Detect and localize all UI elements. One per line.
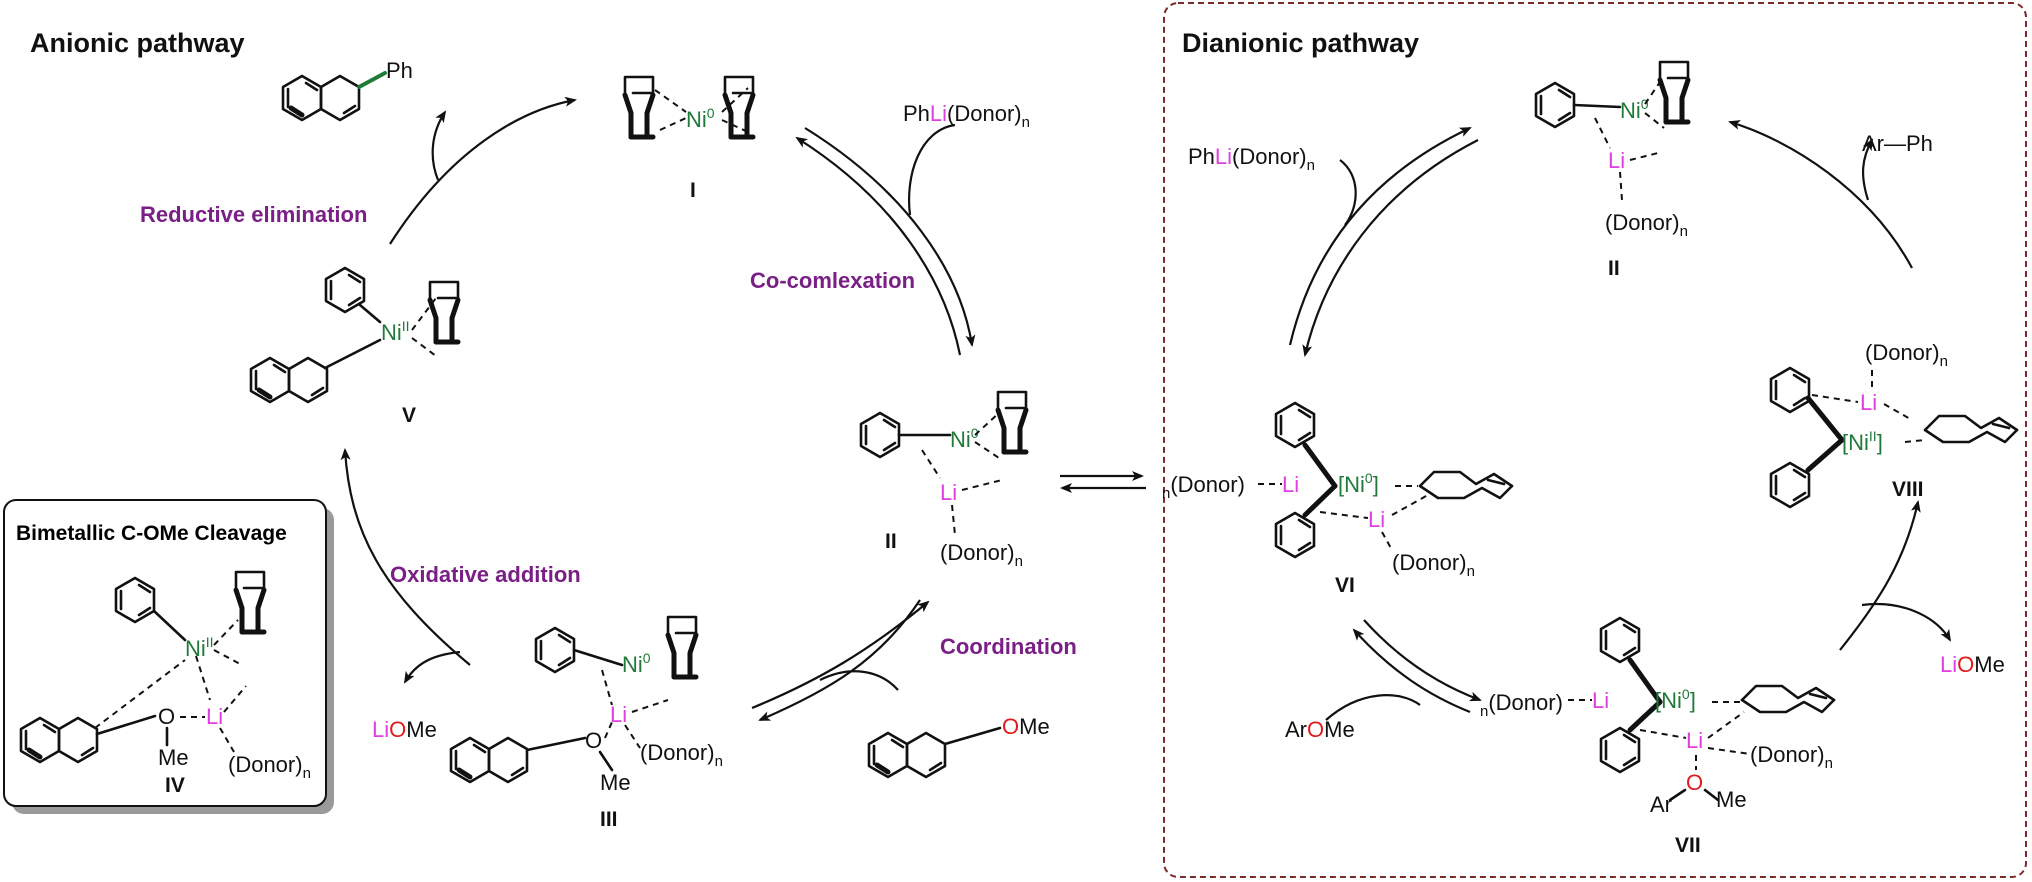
svg-text:Li: Li [1686,728,1703,753]
arrow-vii-to-viii [1839,500,1921,651]
complex-vii: [Ni0] Li n(Donor) Li (Donor)n O Ar Me [1480,616,1836,817]
complex-v: NiII [251,266,458,402]
svg-text:Li: Li [1282,472,1299,497]
arrow-release-product [431,110,447,181]
arrow-release-liome-2 [1861,603,1952,642]
phli-reagent: PhLi(Donor)n [903,101,1030,131]
product-phenylnaphthalene [283,76,359,120]
liome-byproduct: LiOMe [372,717,437,742]
arrow-phli-in [908,123,956,216]
svg-text:(Donor)n: (Donor)n [1605,210,1688,240]
arrow-naph-in [819,670,899,691]
step-coordination: Coordination [940,634,1077,659]
ox-state: 0 [707,105,715,121]
arrow-iii-to-ii [751,600,930,710]
arph-product: Ar—Ph [1862,131,1933,156]
svg-text:Me: Me [1716,787,1747,812]
arome-substrate: ArOMe [1285,717,1355,742]
dianionic-pathway-title: Dianionic pathway [1182,28,1419,58]
complex-ii-dianionic: Ni0 Li (Donor)n [1534,62,1688,240]
complex-iii: Ni0 Li O Me (Donor)n [451,617,723,795]
complex-iv: NiII O Li Me (Donor)n [21,572,311,782]
label-vi: VI [1335,574,1355,597]
label-i: I [690,179,696,202]
svg-text:Li: Li [1368,507,1385,532]
arrow-ii-to-i [795,136,962,356]
svg-text:Me: Me [158,745,189,770]
arrow-release-arph [1862,138,1873,201]
svg-text:O: O [158,704,175,729]
svg-text:(Donor)n: (Donor)n [640,740,723,770]
arrow-i-to-ii [804,127,976,347]
anionic-pathway-title: Anionic pathway [30,28,245,58]
label-vii: VII [1675,834,1701,857]
svg-text:(Donor)n: (Donor)n [1392,550,1475,580]
svg-text:NiII: NiII [381,318,410,345]
methoxynaphthalene [869,733,945,777]
dianionic-frame [1163,2,2027,878]
complex-viii: [NiII] Li (Donor)n [1769,340,2019,509]
svg-text:Me: Me [600,770,631,795]
label-v: V [402,404,416,427]
arrow-ii-to-iii [758,599,921,722]
svg-text:(Donor)n: (Donor)n [1750,742,1833,772]
arrow-phli-in-2 [1339,159,1357,226]
arrow-vii-to-vi [1352,628,1471,714]
product-ph-label: Ph [386,58,413,83]
label-ii-anionic: II [885,530,897,553]
complex-vi: [Ni0] Li n(Donor) Li (Donor)n [1162,401,1514,580]
svg-text:(Donor)n: (Donor)n [228,752,311,782]
svg-text:[NiII]: [NiII] [1842,428,1883,455]
svg-text:Ar: Ar [1650,792,1672,817]
arrow-iii-to-v [340,448,471,666]
svg-text:(Donor)n: (Donor)n [940,540,1023,570]
svg-text:[Ni0]: [Ni0] [1338,470,1379,497]
svg-text:O: O [1686,770,1703,795]
step-reductive-elimination: Reductive elimination [140,202,367,227]
label-iii: III [600,808,618,831]
new-c-c-bond [357,71,387,89]
arrow-viii-to-ii [1728,120,1913,269]
label-iv: IV [165,774,185,797]
label-ii-dianionic: II [1608,257,1620,280]
step-co-complexation: Co-comlexation [750,268,915,293]
ni-label: Ni [686,107,707,132]
arrow-ii-to-vi-top [1302,139,1479,357]
arrow-vi-to-vii [1363,619,1482,702]
complex-i: Ni0 [625,77,753,137]
inset-title: Bimetallic C-OMe Cleavage [16,522,287,545]
step-oxidative-addition: Oxidative addition [390,562,581,587]
svg-text:[Ni0]: [Ni0] [1655,686,1696,713]
phli-reagent-2: PhLi(Donor)n [1188,144,1315,174]
svg-text:Ni0: Ni0 [1620,96,1649,123]
svg-text:NiII: NiII [185,634,214,661]
svg-text:OMe: OMe [1002,714,1050,739]
svg-text:Li: Li [1860,390,1877,415]
liome-byproduct-2: LiOMe [1940,652,2005,677]
svg-text:n(Donor): n(Donor) [1480,690,1563,720]
label-viii: VIII [1892,478,1924,501]
svg-text:Li: Li [1608,148,1625,173]
arrow-arome-in [1325,694,1421,721]
complex-ii-anionic: Ni0 Li (Donor)n [859,392,1026,570]
li-label: Li [940,480,957,505]
arrow-release-liome [403,650,461,684]
svg-text:Ni0: Ni0 [686,105,715,132]
inset-frame [3,499,327,807]
svg-text:Li: Li [206,704,223,729]
svg-text:Li: Li [610,702,627,727]
svg-text:(Donor)n: (Donor)n [1865,340,1948,370]
arrow-v-to-i [389,96,577,245]
svg-text:O: O [585,728,602,753]
svg-text:Ni0: Ni0 [622,650,651,677]
svg-text:Li: Li [1592,688,1609,713]
svg-text:n(Donor): n(Donor) [1162,472,1245,502]
svg-text:Ni0: Ni0 [950,425,979,452]
